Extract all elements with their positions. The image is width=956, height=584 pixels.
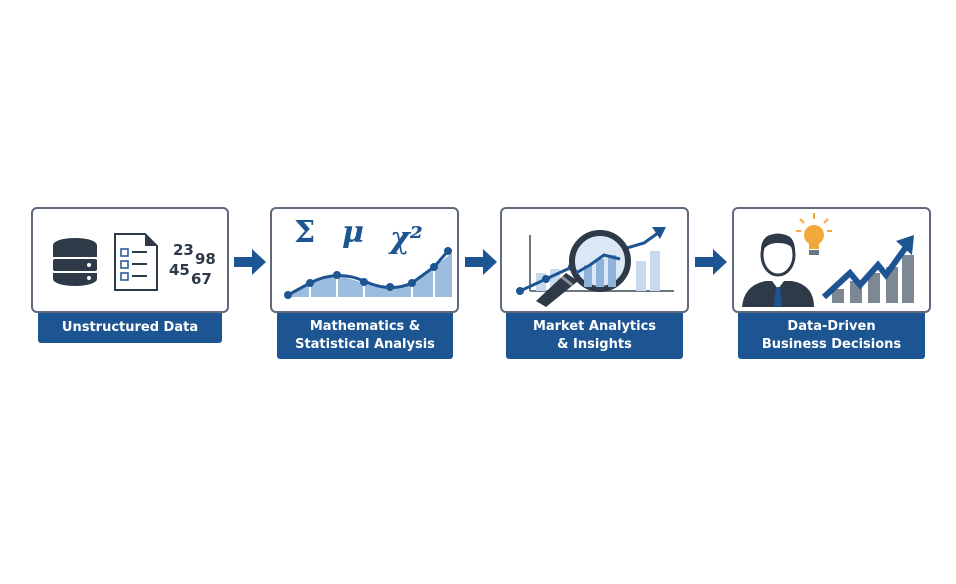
step-label-text: & Insights	[557, 337, 632, 352]
arrow-right-icon	[234, 249, 266, 275]
step-label-text: Statistical Analysis	[295, 337, 435, 352]
step-market-analytics-box	[500, 207, 689, 313]
step-business-decisions-box	[732, 207, 931, 313]
lightbulb-icon	[796, 213, 832, 255]
line-area-chart-icon	[284, 247, 452, 299]
number-text: 98	[195, 250, 216, 268]
step-mathematics-box: Σ μ χ²	[270, 207, 459, 313]
step-label: Mathematics & Statistical Analysis	[277, 313, 453, 359]
step-label: Unstructured Data	[38, 313, 222, 343]
arrow-right-icon	[695, 249, 727, 275]
step-label-text: Mathematics &	[309, 319, 421, 334]
step-label: Market Analytics & Insights	[506, 313, 683, 359]
magnifier-chart-icon	[516, 227, 674, 307]
step-label-text: Business Decisions	[761, 337, 902, 352]
database-icon	[53, 238, 97, 286]
checklist-document-icon	[114, 233, 158, 291]
step-label-text: Data-Driven	[787, 319, 876, 334]
chi-squared-symbol: χ²	[390, 221, 423, 256]
growth-chart-icon	[822, 235, 914, 303]
step-label-text: Unstructured Data	[61, 320, 199, 335]
number-text: 45	[169, 261, 190, 279]
step-unstructured-data-box: 23 98 45 67	[31, 207, 229, 313]
number-text: 23	[173, 241, 194, 259]
number-text: 67	[191, 270, 212, 288]
arrow-right-icon	[465, 249, 497, 275]
businessman-icon	[742, 233, 814, 307]
mu-symbol: μ	[342, 215, 364, 250]
step-label-text: Market Analytics	[532, 319, 657, 334]
step-label: Data-Driven Business Decisions	[738, 313, 925, 359]
sigma-symbol: Σ	[294, 215, 316, 250]
